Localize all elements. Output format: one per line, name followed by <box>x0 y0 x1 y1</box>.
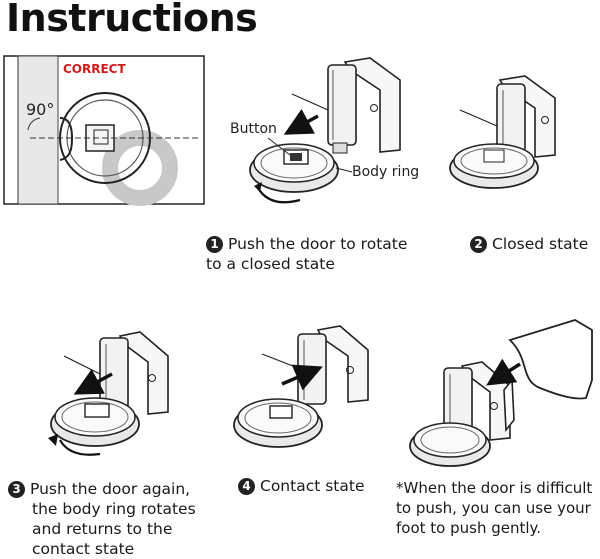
step1-illustration <box>249 57 401 204</box>
step4-line1: Contact state <box>260 477 365 495</box>
note-line2: to push, you can use your <box>396 499 591 517</box>
step1-number: 1 <box>206 236 223 253</box>
step1-caption: 1 Push the door to rotate to a closed sta… <box>206 234 407 274</box>
step4-illustration <box>233 325 369 448</box>
step3-number: 3 <box>8 481 25 498</box>
note-line1: *When the door is difficult <box>396 479 593 497</box>
correct-diagram <box>3 55 205 206</box>
step2-caption: 2 Closed state <box>470 234 588 254</box>
step3-illustration <box>48 331 169 456</box>
step3-caption: 3 Push the door again, the body ring rota… <box>8 479 196 559</box>
step3-line4: contact state <box>32 540 135 558</box>
foot-illustration <box>409 319 593 467</box>
step3-line3: and returns to the <box>32 520 173 538</box>
step4-number: 4 <box>238 478 255 495</box>
button-label: Button <box>230 121 277 137</box>
correct-label: CORRECT <box>63 62 126 76</box>
step3-line2: the body ring rotates <box>32 500 196 518</box>
step2-illustration <box>449 75 556 189</box>
step1-line1: Push the door to rotate <box>228 235 408 253</box>
step2-number: 2 <box>470 236 487 253</box>
angle-label: 90° <box>26 100 55 119</box>
step3-line1: Push the door again, <box>30 480 191 498</box>
note-line3: foot to push gently. <box>396 519 542 537</box>
body-ring-label: Body ring <box>352 164 420 180</box>
foot-note: *When the door is difficult to push, you… <box>396 478 592 538</box>
step2-line1: Closed state <box>492 235 589 253</box>
step1-line2: to a closed state <box>206 255 335 273</box>
page-title: Instructions <box>6 0 258 40</box>
step4-caption: 4 Contact state <box>238 476 365 496</box>
